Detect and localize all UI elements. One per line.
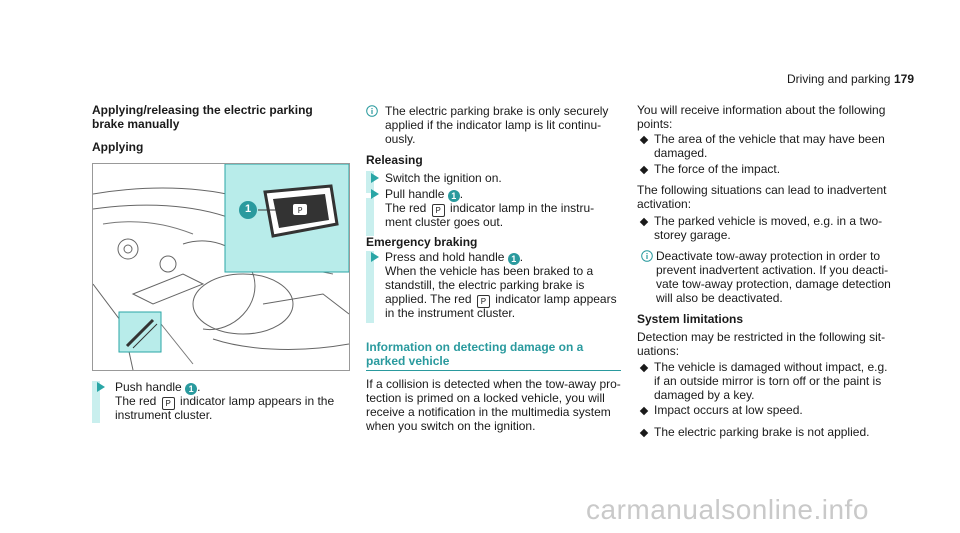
callout-1-icon: 1 xyxy=(447,190,460,202)
cockpit-drawing: P xyxy=(93,164,349,370)
step-pull-handle: Pull handle 1. xyxy=(385,187,464,202)
step-arrow-icon xyxy=(371,173,379,183)
parking-brake-icon: P xyxy=(476,295,490,308)
emergency-step-line4: applied. The red P indicator lamp appear… xyxy=(385,292,617,308)
step-bar xyxy=(366,171,374,193)
emergency-step-line3: standstill, the electric parking brake i… xyxy=(385,278,585,292)
info-icon xyxy=(366,105,378,117)
emergency-braking-heading: Emergency braking xyxy=(366,235,478,249)
callout-1-icon: 1 xyxy=(185,383,198,395)
bullet-icon xyxy=(639,165,649,175)
section-title-line1: Applying/releasing the electric parking xyxy=(92,103,313,117)
step-pull-handle-result: The red P indicator lamp in the instru- xyxy=(385,201,595,217)
step-arrow-icon xyxy=(371,252,379,262)
note-line3: ously. xyxy=(385,132,416,146)
note-line2: applied if the indicator lamp is lit con… xyxy=(385,118,602,132)
step-ignition-on: Switch the ignition on. xyxy=(385,171,502,185)
bullet-icon xyxy=(639,428,649,438)
note-line1: The electric parking brake is only secur… xyxy=(385,104,609,118)
system-limitations-heading: System limitations xyxy=(637,312,744,326)
figure-callout-1: 1 xyxy=(244,203,252,215)
step-push-handle-result-2: instrument cluster. xyxy=(115,408,213,422)
step-arrow-icon xyxy=(371,189,379,199)
step-bar xyxy=(366,251,374,323)
releasing-heading: Releasing xyxy=(366,153,423,167)
collision-info-paragraph: If a collision is detected when the tow-… xyxy=(366,377,621,433)
step-push-handle-result: The red P indicator lamp appears in the xyxy=(115,394,335,410)
emergency-step-line5: in the instrument cluster. xyxy=(385,306,516,320)
page-number: 179 xyxy=(894,72,915,86)
info-section-title-line1: Information on detecting damage on a xyxy=(366,340,584,354)
receive-info-paragraph: You will receive information about the f… xyxy=(637,103,886,131)
section-divider xyxy=(366,370,621,371)
section-header: Driving and parking xyxy=(787,72,891,86)
info-icon xyxy=(641,250,653,262)
callout-1-icon: 1 xyxy=(507,253,520,265)
bullet-damaged-area: The area of the vehicle that may have be… xyxy=(654,132,885,160)
step-pull-handle-result-2: ment cluster goes out. xyxy=(385,215,504,229)
bullet-low-speed: Impact occurs at low speed. xyxy=(654,403,803,417)
bullet-icon xyxy=(639,217,649,227)
bullet-damaged-without-impact: The vehicle is damaged without impact, e… xyxy=(654,360,888,402)
inadvertent-activation-paragraph: The following situations can lead to ina… xyxy=(637,183,887,211)
parking-brake-illustration: P 1 xyxy=(92,163,350,371)
deactivate-note: Deactivate tow-away protection in order … xyxy=(656,249,891,305)
step-bar xyxy=(366,198,374,236)
restricted-detection-paragraph: Detection may be restricted in the follo… xyxy=(637,330,886,358)
bullet-vehicle-moved: The parked vehicle is moved, e.g. in a t… xyxy=(654,214,883,242)
bullet-icon xyxy=(639,363,649,373)
bullet-impact-force: The force of the impact. xyxy=(654,162,781,176)
bullet-icon xyxy=(639,135,649,145)
section-title-line2: brake manually xyxy=(92,117,180,131)
watermark: carmanualsonline.info xyxy=(586,494,869,525)
parking-brake-icon: P xyxy=(431,204,445,217)
info-section-title-line2: parked vehicle xyxy=(366,354,450,368)
emergency-step-line2: When the vehicle has been braked to a xyxy=(385,264,594,278)
step-arrow-icon xyxy=(97,382,105,392)
applying-heading: Applying xyxy=(92,140,144,154)
bullet-brake-not-applied: The electric parking brake is not applie… xyxy=(654,425,870,439)
emergency-step-line1: Press and hold handle 1. xyxy=(385,250,524,265)
bullet-icon xyxy=(639,406,649,416)
parking-brake-icon: P xyxy=(161,397,175,410)
step-push-handle: Push handle 1. xyxy=(115,380,201,395)
svg-text:P: P xyxy=(298,206,303,215)
step-bar xyxy=(92,381,100,423)
